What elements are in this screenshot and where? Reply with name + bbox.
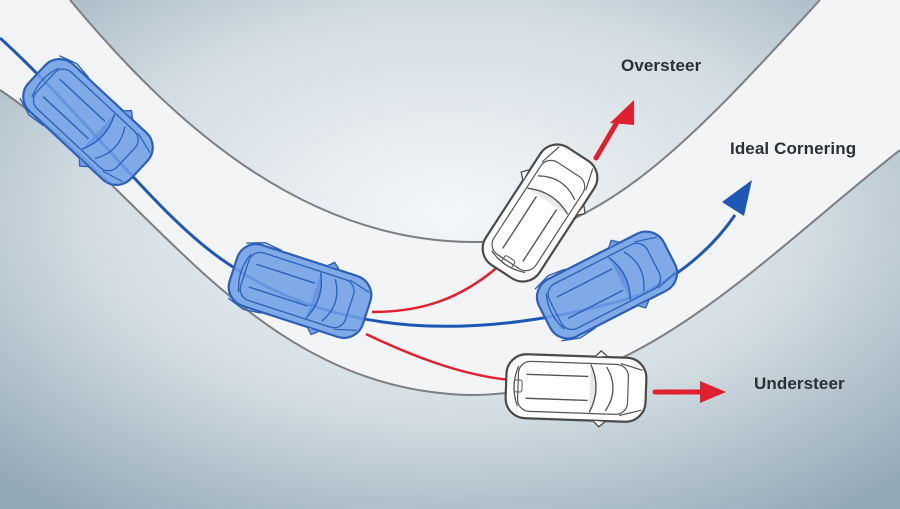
ideal-cornering-label: Ideal Cornering (730, 139, 857, 158)
oversteer-label: Oversteer (621, 56, 702, 75)
oversteer-arrow-shaft (593, 121, 619, 161)
ideal-arrowhead-icon (722, 180, 752, 216)
understeer-path (365, 332, 511, 382)
road-outer-edge (0, 89, 900, 397)
oversteer-path (371, 264, 501, 314)
understeer-label: Understeer (754, 374, 845, 393)
road-surface (0, 0, 900, 395)
oversteer-arrowhead-icon (610, 100, 634, 125)
road-inner-edge (69, 0, 821, 244)
understeer-arrowhead-icon (700, 381, 726, 403)
understeer-car (503, 346, 649, 430)
